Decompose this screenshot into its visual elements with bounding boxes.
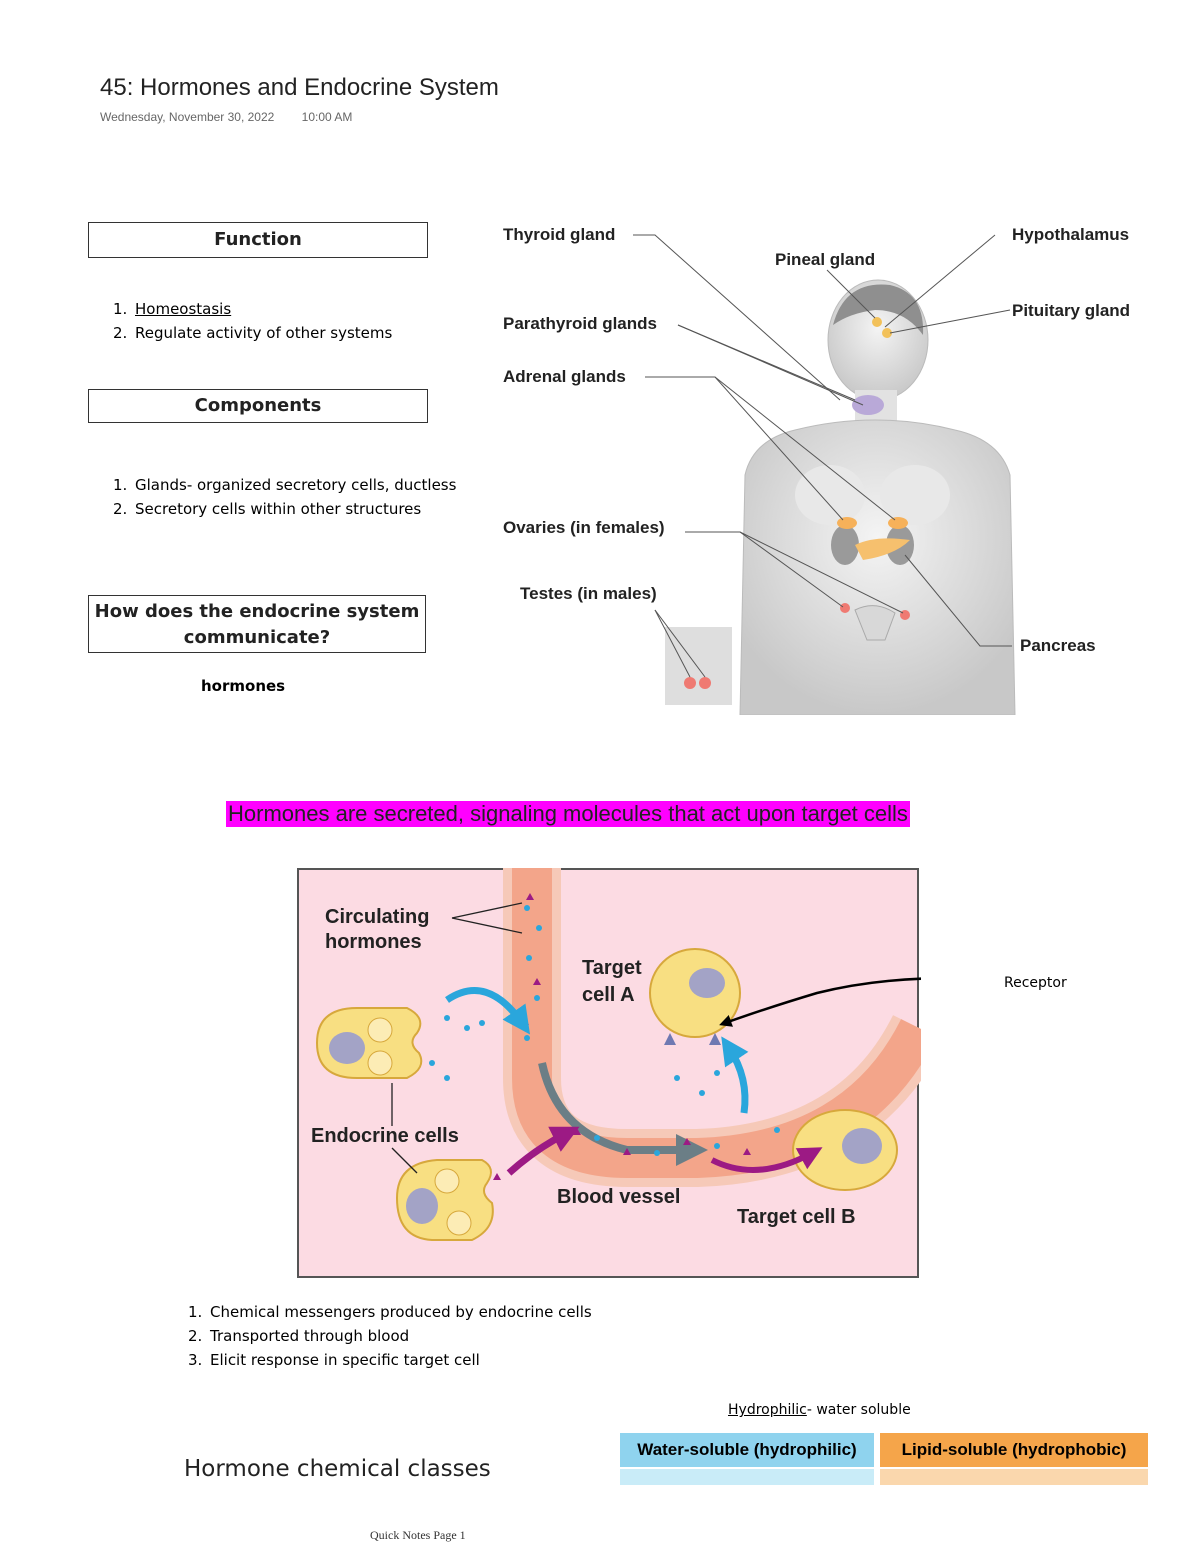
hormone-points-list: 1.Chemical messengers produced by endocr… [188,1300,592,1372]
endocrine-cell-blue [315,1007,423,1079]
communication-question: How does the endocrine system communicat… [94,601,420,648]
target-cell-a [649,948,741,1045]
label-parathyroid: Parathyroid glands [503,314,657,333]
page-meta: Wednesday, November 30, 2022 10:00 AM [100,110,376,124]
lipid-soluble-cell [880,1469,1148,1485]
function-heading-box: Function [88,222,428,258]
function-heading: Function [214,229,302,250]
leader-lines [633,234,1012,678]
target-b-arrow [710,1147,823,1173]
label-circulating-1: Circulating [325,906,429,928]
water-soluble-header: Water-soluble (hydrophilic) [620,1433,874,1467]
communication-answer: hormones [201,677,286,695]
flow-arrow [538,1062,708,1166]
label-blood-vessel: Blood vessel [557,1186,680,1208]
uterus-mark [854,605,896,641]
highlighted-definition: Hormones are secreted, signaling molecul… [226,801,910,827]
label-adrenal: Adrenal glands [503,367,626,386]
ovary-right-mark [900,610,910,620]
function-list: 1.Homeostasis 2.Regulate activity of oth… [113,297,392,345]
endocrine-anatomy-figure: Thyroid gland Pineal gland Hypothalamus … [503,225,1130,715]
components-heading-box: Components [88,389,428,423]
page-date: Wednesday, November 30, 2022 [100,110,275,124]
list-item: 2.Regulate activity of other systems [113,324,393,342]
hormone-classes-heading: Hormone chemical classes [184,1456,491,1482]
purple-secretion-arrow [506,1126,580,1176]
page-footer: Quick Notes Page 1 [370,1528,466,1542]
receptor-right [709,1033,721,1045]
label-thyroid: Thyroid gland [503,225,615,244]
kidney-left [831,525,859,565]
thyroid-mark [852,395,884,415]
label-testes: Testes (in males) [520,584,657,603]
adrenal-left-mark [837,517,857,529]
target-cell-b [792,1109,898,1191]
pineal-gland-mark [872,317,882,327]
body-silhouette [739,279,1016,715]
target-a-arrow [721,1036,749,1114]
testes-inset [665,627,732,705]
label-hypothalamus: Hypothalamus [1012,225,1129,244]
list-item: 1.Glands- organized secretory cells, duc… [113,476,457,494]
list-item: 1.Chemical messengers produced by endocr… [188,1303,592,1321]
ovary-left-mark [840,603,850,613]
list-item: 3.Elicit response in specific target cel… [188,1351,480,1369]
label-pancreas: Pancreas [1020,636,1096,655]
endocrine-cell-purple [395,1159,494,1241]
components-list: 1.Glands- organized secretory cells, duc… [113,473,456,521]
label-circulating-2: hormones [325,931,422,953]
list-item: 2.Transported through blood [188,1327,410,1345]
pancreas-mark [855,538,910,560]
label-pineal: Pineal gland [775,250,875,269]
label-target-b: Target cell B [737,1206,856,1228]
blue-secretion-arrow [445,987,531,1035]
page-time: 10:00 AM [301,110,353,124]
testis-right-mark [699,677,711,689]
communication-question-box: How does the endocrine system communicat… [88,595,426,653]
receptor-annotation-label: Receptor [1004,975,1067,991]
list-item: 1.Homeostasis [113,300,232,318]
receptor-annotation-arrow [719,977,921,1027]
label-target-a-2: cell A [582,984,635,1006]
list-item: 2.Secretory cells within other structure… [113,500,422,518]
label-ovaries: Ovaries (in females) [503,518,665,537]
figure-leader-lines [391,902,523,1174]
page-title: 45: Hormones and Endocrine System [100,74,499,101]
label-endocrine: Endocrine cells [311,1125,459,1147]
adrenal-right-mark [888,517,908,529]
receptor-left [664,1033,676,1045]
hormone-classes-table: Water-soluble (hydrophilic) Lipid-solubl… [620,1433,1150,1485]
hydrophilic-note: Hydrophilic- water soluble [728,1402,911,1418]
pituitary-gland-mark [882,328,892,338]
label-target-a-1: Target [582,957,642,979]
lipid-soluble-header: Lipid-soluble (hydrophobic) [880,1433,1148,1467]
components-heading: Components [194,395,322,416]
water-soluble-cell [620,1469,874,1485]
label-pituitary: Pituitary gland [1012,301,1130,320]
testis-left-mark [684,677,696,689]
hormone-signaling-figure: Circulating hormones Target cell A Endoc… [297,868,921,1278]
blue-hormones [429,905,780,1156]
